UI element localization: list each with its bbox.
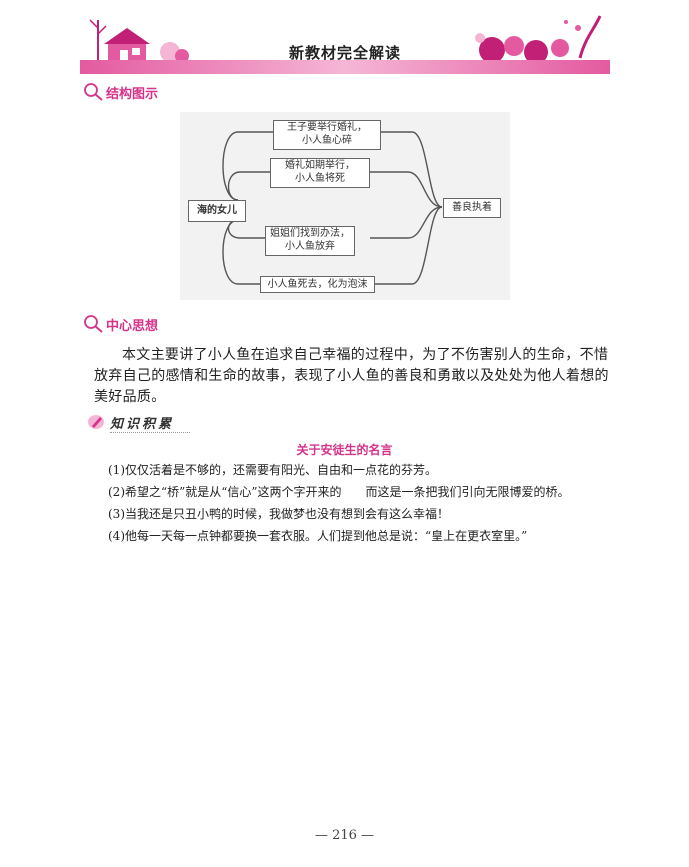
section-structure-label: 结构图示: [106, 86, 159, 102]
quote-item: (4)他每一天每一点钟都要换一套衣服。人们提到他总是说：“皇上在更衣室里。”: [108, 529, 528, 543]
section-structure-heading: 结构图示: [82, 82, 158, 102]
quote-item: (2)希望之“桥”就是从“信心”这两个字开来的 而这是一条把我们引向无限博爱的桥…: [108, 485, 570, 499]
quote-item: (1)仅仅活着是不够的，还需要有阳光、自由和一点花的芬芳。: [108, 463, 438, 477]
section-central-heading: 中心思想: [82, 314, 158, 334]
magnifier-icon: [84, 83, 103, 101]
pen-nib-icon: [88, 415, 104, 429]
header-title: 新教材完全解读: [288, 44, 401, 62]
diagram-center-node: 海的女儿: [188, 200, 246, 222]
knowledge-underline: [110, 432, 190, 433]
section-knowledge-label: 知识积累: [110, 416, 175, 432]
section-knowledge-heading: 知识积累: [86, 412, 174, 432]
section-central-label: 中心思想: [106, 318, 159, 334]
page-header: 新教材完全解读: [80, 8, 610, 78]
central-idea-text: 本文主要讲了小人鱼在追求自己幸福的过程中，为了不伤害别人的生命，不惜放弃自己的感…: [94, 347, 609, 405]
diagram-branch-node: 婚礼如期举行， 小人鱼将死: [270, 158, 370, 188]
header-band: [80, 60, 610, 74]
flower-decoration: [475, 15, 602, 64]
knowledge-title: 关于安徒生的名言: [296, 443, 393, 457]
magnifier-icon: [84, 315, 103, 333]
diagram-connectors: [222, 131, 443, 285]
structure-diagram: 海的女儿 王子要举行婚礼， 小人鱼心碎 婚礼如期举行， 小人鱼将死 姐姐们找到办…: [180, 112, 510, 300]
page-number: — 216 —: [314, 828, 375, 843]
quote-item: (3)当我还是只丑小鸭的时候，我做梦也没有想到会有这么幸福！: [108, 507, 450, 521]
diagram-right-node: 善良执着: [443, 198, 501, 218]
diagram-branch-node: 小人鱼死去，化为泡沫: [260, 276, 375, 293]
diagram-branch-node: 王子要举行婚礼， 小人鱼心碎: [273, 120, 381, 150]
diagram-branch-node: 姐姐们找到办法， 小人鱼放弃: [265, 226, 355, 256]
quotes-list: (1)仅仅活着是不够的，还需要有阳光、自由和一点花的芬芳。 (2)希望之“桥”就…: [94, 460, 614, 548]
house-decoration: [89, 19, 189, 64]
